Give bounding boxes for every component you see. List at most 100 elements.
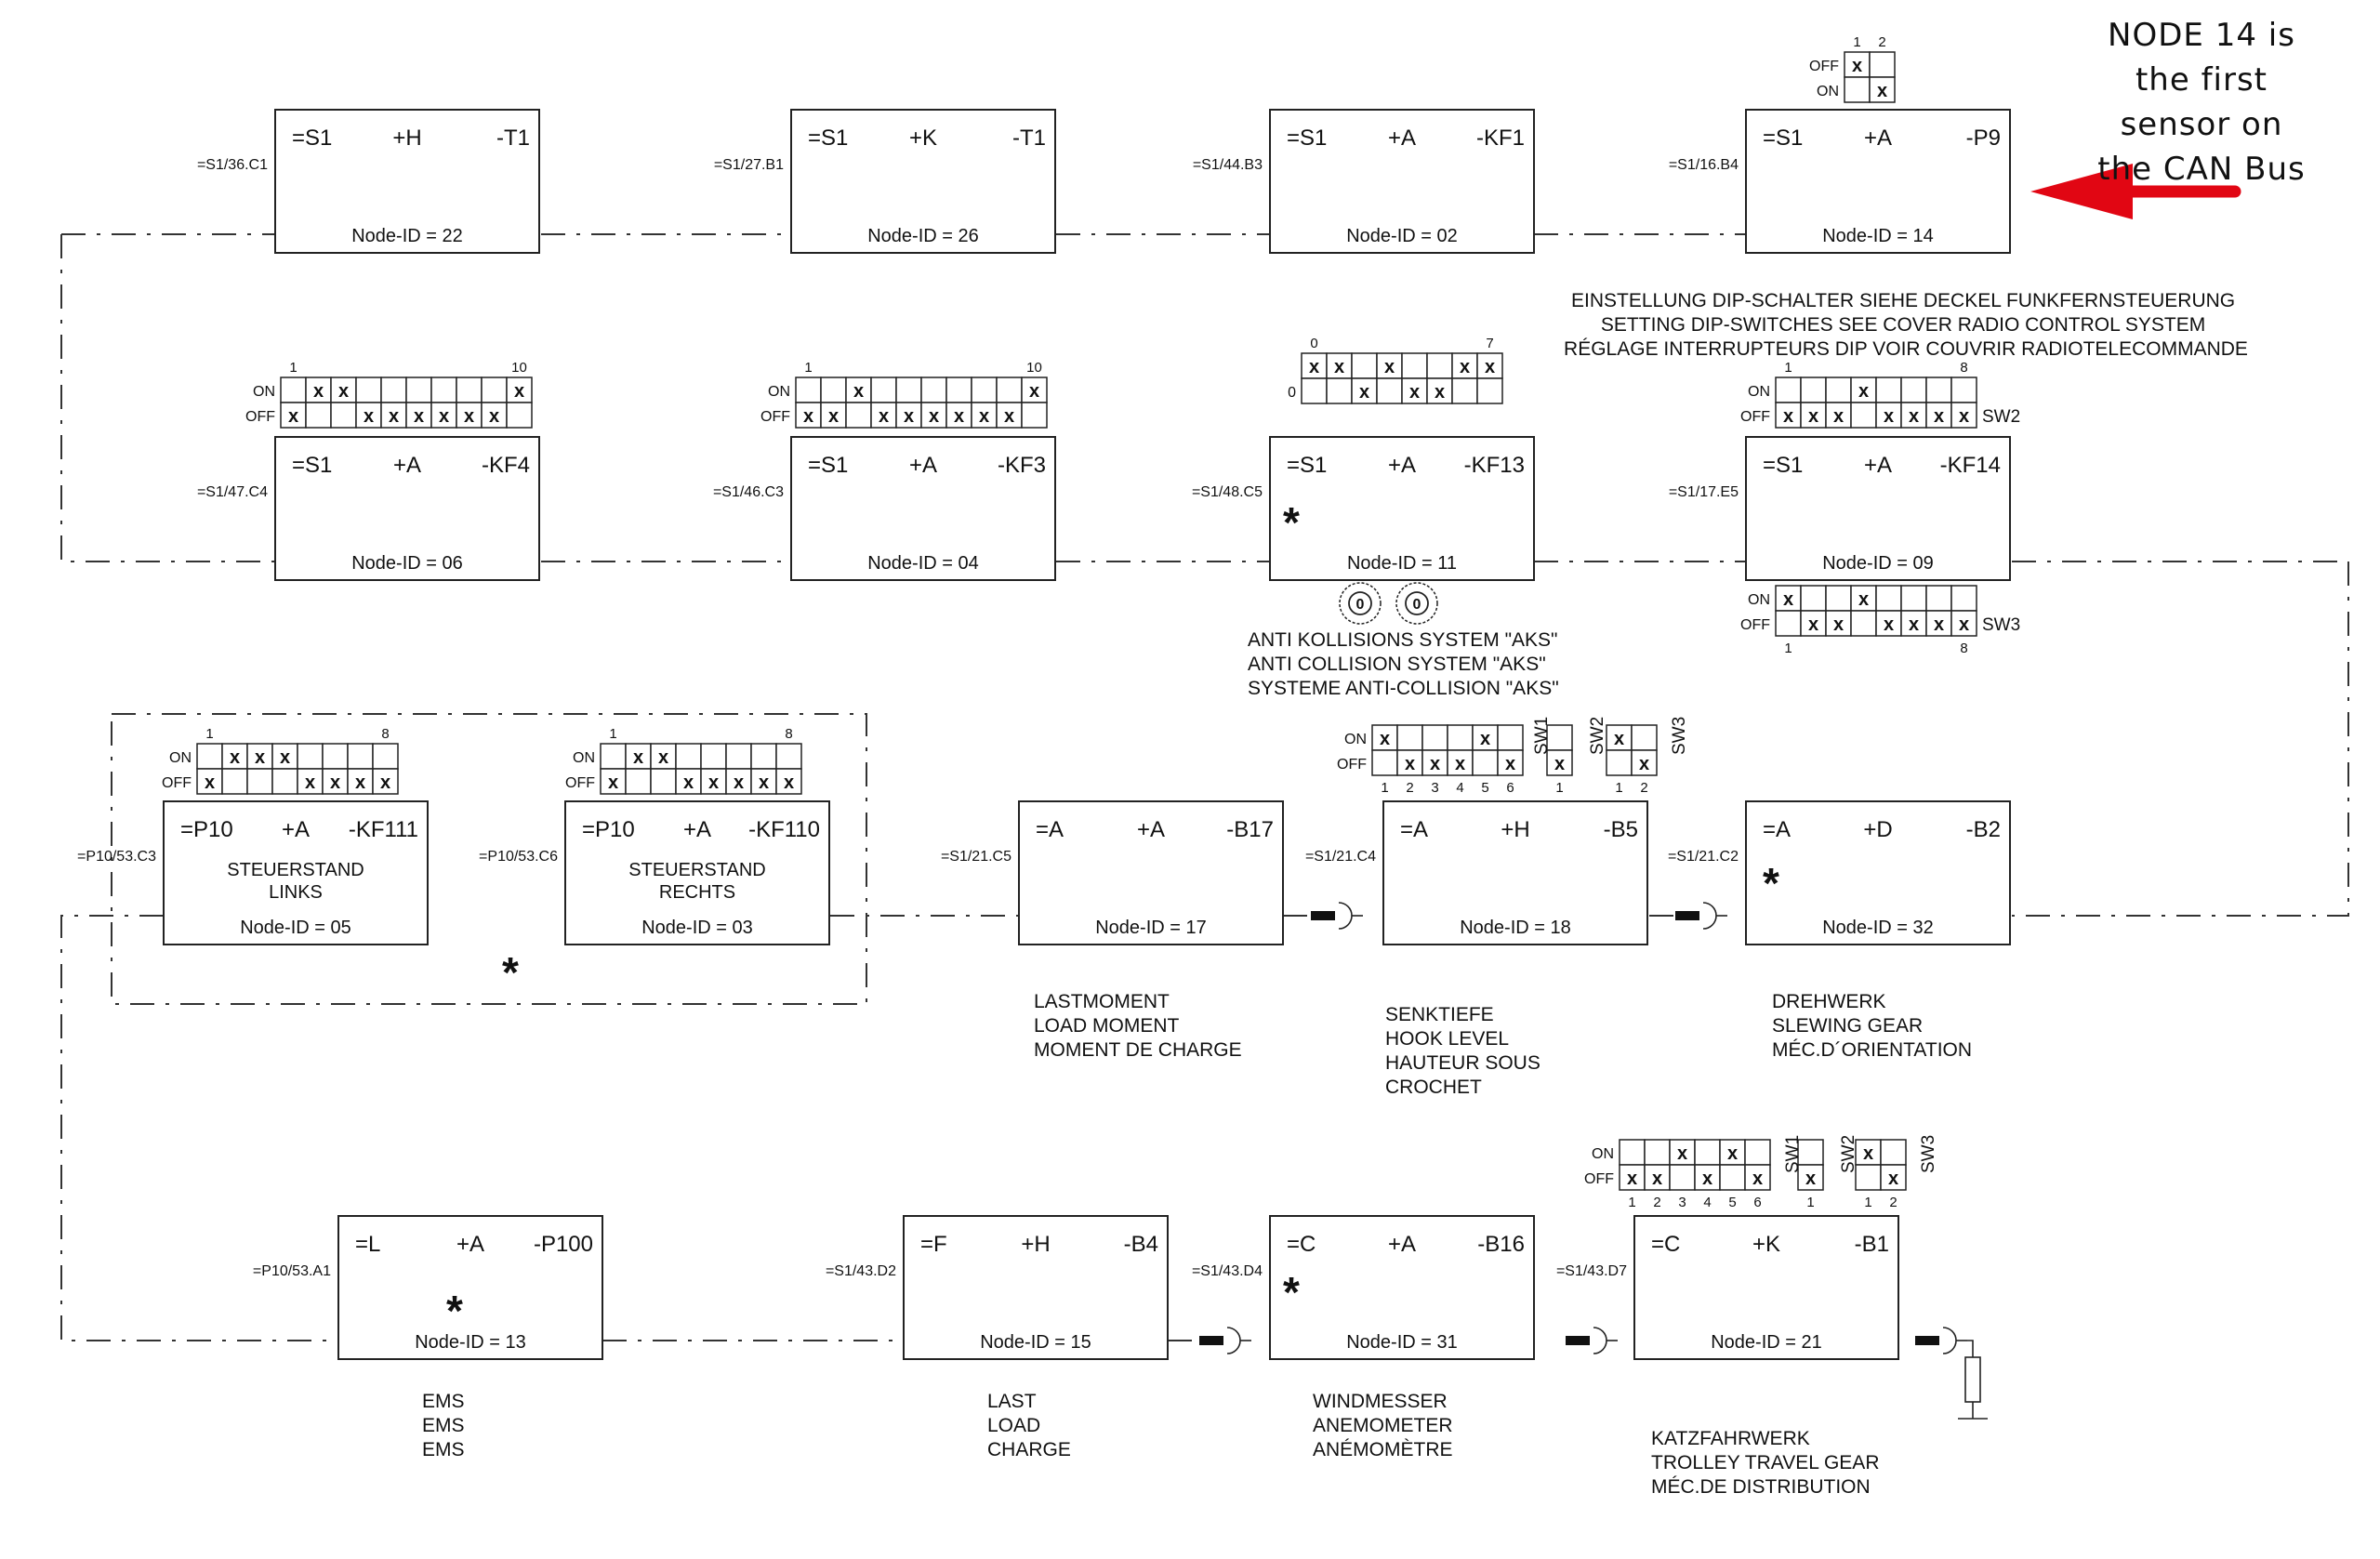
dip-mark: x bbox=[1808, 614, 1818, 635]
dip-cell bbox=[945, 377, 972, 403]
dip-row-label: 0 bbox=[1288, 385, 1296, 401]
node-node: Node-ID = 03 bbox=[641, 918, 753, 938]
dip-number: 2 bbox=[1653, 1195, 1660, 1210]
dip-mark: x bbox=[464, 406, 474, 427]
dip-cell bbox=[895, 377, 922, 403]
node-tag2: +A bbox=[683, 817, 711, 842]
dip-number: 1 bbox=[1615, 780, 1622, 796]
dip-cell bbox=[355, 377, 382, 403]
dip-row-label: ON bbox=[1817, 84, 1839, 99]
dip-mark: x bbox=[1833, 406, 1844, 427]
node-reference: =S1/43.D7 bbox=[1556, 1263, 1627, 1279]
dip-cell bbox=[675, 768, 702, 795]
dip-mark: x bbox=[1863, 1143, 1873, 1164]
node-tag2: +H bbox=[1021, 1232, 1050, 1257]
dip-cell bbox=[1472, 749, 1499, 776]
dip-number: 0 bbox=[1310, 336, 1317, 351]
dip-cell bbox=[675, 743, 702, 770]
node-reference: =S1/46.C3 bbox=[713, 484, 784, 500]
dip-number: 2 bbox=[1640, 780, 1647, 796]
dip-cell bbox=[1451, 377, 1478, 404]
dip-cell bbox=[1875, 402, 1902, 429]
dip-mark: x bbox=[1359, 382, 1369, 403]
dip-mark: x bbox=[1029, 381, 1039, 402]
node-tag3: -KF13 bbox=[1464, 453, 1525, 478]
dip-row-label: OFF bbox=[162, 775, 192, 791]
rotary-switches: 0 0 bbox=[1339, 582, 1438, 625]
node-reference: =S1/43.D4 bbox=[1192, 1263, 1263, 1279]
dip-cell bbox=[372, 743, 399, 770]
dip-cell bbox=[870, 402, 897, 429]
dip-cell bbox=[971, 377, 998, 403]
dip-cell bbox=[221, 768, 248, 795]
dip-mark: x bbox=[1959, 406, 1969, 427]
dip-row-label: OFF bbox=[565, 775, 595, 791]
node-reference: =P10/53.A1 bbox=[253, 1263, 331, 1279]
dip-cell bbox=[700, 743, 727, 770]
dip-mark: x bbox=[1435, 382, 1445, 403]
dip-row-label: OFF bbox=[760, 409, 790, 425]
dip-cell bbox=[1797, 1164, 1824, 1191]
dip-cell bbox=[795, 377, 822, 403]
dip-cell bbox=[405, 377, 432, 403]
dip-cell bbox=[750, 768, 777, 795]
dip-mark: x bbox=[230, 747, 240, 768]
dip-cell bbox=[1546, 749, 1573, 776]
dip-mark: x bbox=[708, 773, 719, 793]
dip-cell bbox=[1631, 749, 1658, 776]
node-node: Node-ID = 09 bbox=[1822, 553, 1934, 574]
node-tag3: -KF3 bbox=[998, 453, 1046, 478]
dip-cell bbox=[775, 743, 802, 770]
node-tag1: =C bbox=[1287, 1232, 1316, 1257]
sw2-label: SW2 bbox=[1839, 1135, 1858, 1173]
star-mark: * bbox=[1283, 1268, 1300, 1316]
dip-cell bbox=[1775, 610, 1802, 637]
node-tag2: +A bbox=[1388, 1232, 1416, 1257]
dip-mark: x bbox=[1805, 1169, 1816, 1189]
aks-note: ANTI KOLLISIONS SYSTEM "AKS" ANTI COLLIS… bbox=[1248, 629, 1563, 699]
node-sub1: STEUERSTAND bbox=[227, 860, 364, 880]
node-node: Node-ID = 13 bbox=[415, 1332, 526, 1353]
node-reference: =S1/44.B3 bbox=[1193, 157, 1263, 173]
node-tag2: +H bbox=[1501, 817, 1529, 842]
last-label: LAST LOAD CHARGE bbox=[987, 1391, 1071, 1460]
node-tag3: -KF1 bbox=[1476, 126, 1525, 151]
dip-cell bbox=[625, 743, 652, 770]
dip-cell bbox=[1950, 377, 1977, 403]
dip-mark: x bbox=[1888, 1169, 1898, 1189]
dip-number: 2 bbox=[1889, 1195, 1897, 1210]
node-reference: =S1/16.B4 bbox=[1669, 157, 1739, 173]
dip-number: 1 bbox=[1628, 1195, 1635, 1210]
star-mark: * bbox=[502, 948, 519, 997]
node-frame bbox=[1269, 1215, 1535, 1360]
dip-mark: x bbox=[1884, 406, 1894, 427]
dip-cell bbox=[1497, 724, 1524, 751]
dip-cell bbox=[1950, 585, 1977, 612]
dip-cell bbox=[280, 377, 307, 403]
node-frame bbox=[274, 436, 540, 581]
dip-row-label: ON bbox=[1748, 384, 1770, 400]
dip-cell bbox=[1476, 377, 1503, 404]
dip-cell bbox=[1669, 1139, 1696, 1166]
dip-cell bbox=[1301, 377, 1328, 404]
dip-mark: x bbox=[759, 773, 769, 793]
dip-cell bbox=[456, 377, 483, 403]
dip-cell bbox=[725, 743, 752, 770]
dip-mark: x bbox=[1909, 406, 1919, 427]
node-tag2: +A bbox=[1388, 126, 1416, 151]
dip-mark: x bbox=[853, 381, 864, 402]
dip-cell bbox=[775, 768, 802, 795]
dip-number: 2 bbox=[1406, 780, 1413, 796]
dip-cell bbox=[372, 768, 399, 795]
node-frame bbox=[1745, 109, 2011, 254]
dip-cell bbox=[1850, 610, 1877, 637]
